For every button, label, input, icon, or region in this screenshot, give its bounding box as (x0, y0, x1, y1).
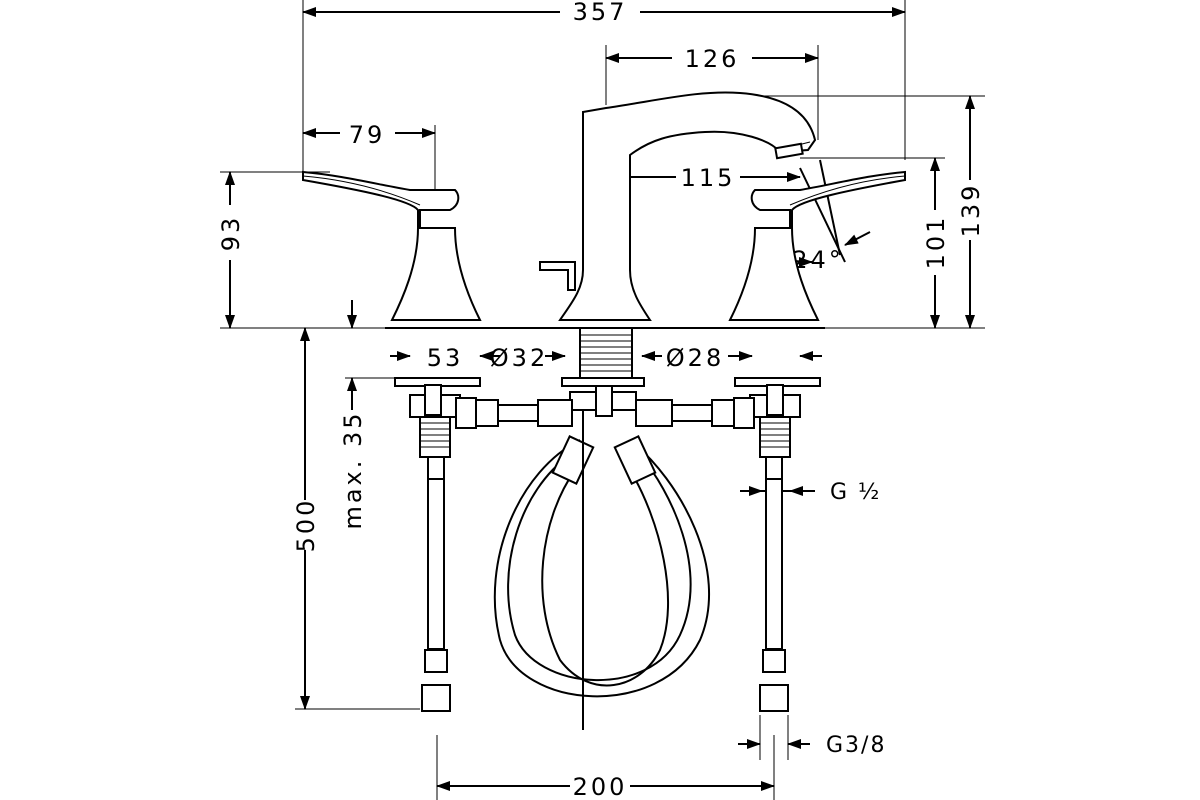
hose-loop (493, 410, 710, 730)
thread-g-3-8: G3/8 (826, 733, 886, 758)
dim-139: 139 (957, 183, 985, 238)
spout (539, 91, 817, 321)
cross-connectors (455, 397, 755, 429)
right-valve (734, 377, 821, 712)
dim-357: 357 (573, 0, 628, 26)
dim-79: 79 (349, 121, 386, 149)
dim-200: 200 (573, 773, 628, 800)
dim-101: 101 (922, 215, 950, 270)
spout-shank (561, 327, 645, 417)
dim-93: 93 (217, 215, 245, 252)
dimension-labels: 357 126 115 79 93 101 139 53 Ø32 Ø28 24°… (217, 0, 985, 800)
dimension-lines (225, 7, 975, 791)
dim-dia-28: Ø28 (666, 344, 724, 372)
dim-53: 53 (427, 344, 464, 372)
left-handle (302, 170, 482, 321)
dim-500: 500 (292, 498, 320, 553)
dim-dia-32: Ø32 (490, 344, 548, 372)
right-handle (728, 170, 906, 321)
dim-126: 126 (685, 45, 740, 73)
dim-max-35: max. 35 (339, 410, 367, 529)
dim-angle-24: 24° (792, 246, 844, 274)
left-valve (394, 377, 481, 712)
dim-115: 115 (681, 164, 736, 192)
thread-g-half: G ½ (830, 480, 881, 505)
